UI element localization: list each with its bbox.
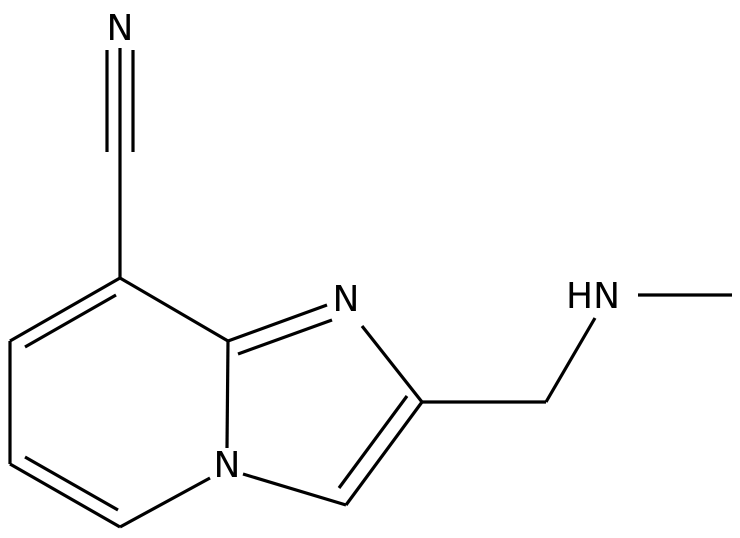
atom-label-amine-nh: HN <box>566 276 620 317</box>
atom-label-bridgehead-n: N <box>214 445 241 486</box>
bond-c8a-c8 <box>119 276 229 343</box>
bond-n1-c2 <box>360 325 424 403</box>
nitrile-triple-bond <box>105 48 135 152</box>
bond-c8a-n1-inner <box>237 318 333 356</box>
bond-c2-c3 <box>344 401 424 506</box>
atom-label-imidazole-n: N <box>333 279 360 320</box>
bond-ch2-nh <box>544 317 597 403</box>
bond-c6-c5 <box>9 462 121 529</box>
bond-c2-c3-inner <box>337 395 409 489</box>
bond-c8-c7-inner <box>24 293 117 349</box>
bond-c3-n4 <box>242 472 347 507</box>
bond-c8-c7 <box>9 276 121 343</box>
bond-c8a-n1 <box>227 303 328 343</box>
bond-c5-n4 <box>119 476 211 529</box>
bond-c6-c5-inner <box>24 455 119 512</box>
atom-label-nitrile-n: N <box>107 8 134 49</box>
bond-n4-c8a <box>225 340 230 449</box>
